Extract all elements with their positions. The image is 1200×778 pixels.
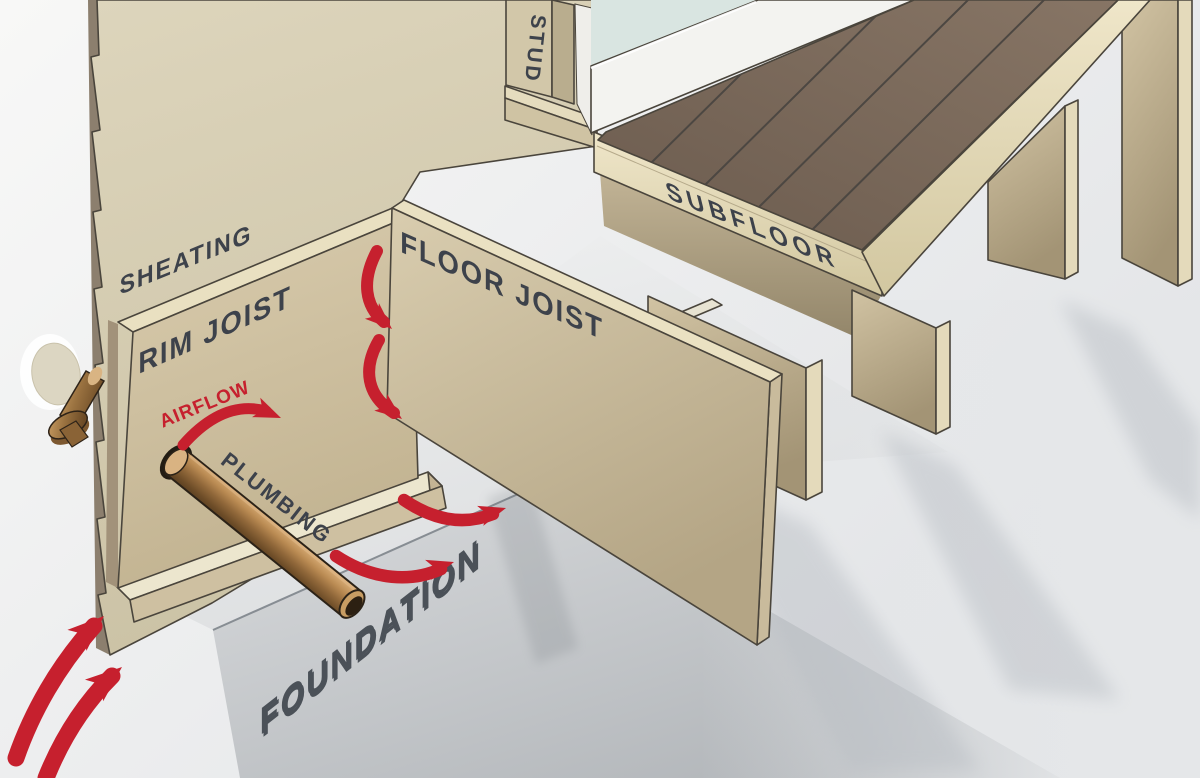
pipe-open-end-interior (345, 596, 363, 616)
airflow-arrow-foundation-1 (329, 549, 458, 584)
drywall-edge (574, 3, 593, 136)
finished-floor (597, 0, 1119, 251)
floor-joist-shadow (487, 480, 578, 664)
floor-joist-face (386, 207, 771, 646)
subfloor-underside (600, 172, 882, 338)
outdoor-faucet (20, 334, 106, 448)
airflow-arrow-foundation-2 (397, 493, 510, 527)
subfloor-edge-seam (596, 145, 883, 269)
airflow-arrow-entry-2 (37, 656, 132, 778)
airflow-arrow-rim-2 (363, 334, 409, 428)
baseboard-highlight (590, 0, 757, 70)
airflow-arrow-rim-1 (361, 245, 400, 337)
faucet-pipe-cap (87, 366, 103, 386)
pipe-near-end (163, 448, 189, 476)
wall-framing: STUD (504, 0, 915, 149)
joist-board (1121, 0, 1193, 287)
baseboard-trim (590, 0, 915, 134)
escutcheon-plate (31, 342, 81, 406)
joist-board (851, 289, 951, 435)
airflow-arrow-entry-1 (7, 605, 114, 767)
sheathing-edge (88, 0, 110, 655)
plumbing-pipe (159, 444, 366, 619)
rim-joist-left-edge (106, 320, 118, 588)
joist-board (987, 99, 1079, 280)
pipe-highlight (189, 454, 355, 591)
faucet-stub (59, 420, 89, 448)
airflow-arrow-main (177, 397, 286, 451)
floor-joist-board: FLOOR JOIST (386, 199, 783, 646)
stud-side-face (551, 0, 575, 105)
